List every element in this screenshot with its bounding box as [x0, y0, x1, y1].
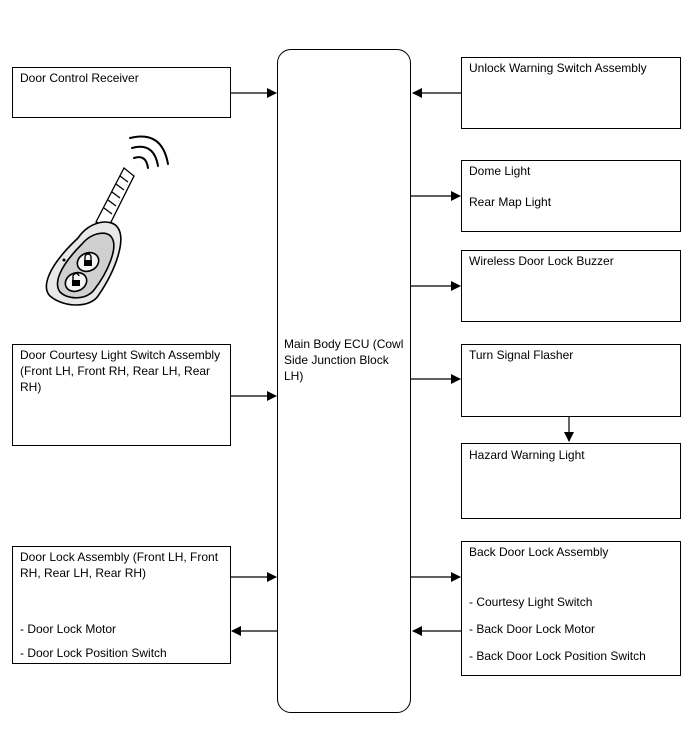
back-door-position-switch-label: - Back Door Lock Position Switch: [469, 649, 646, 663]
courtesy-light-switch-label: - Courtesy Light Switch: [469, 595, 593, 609]
rear-map-light-label: Rear Map Light: [469, 195, 552, 209]
hazard-warning-light-label: Hazard Warning Light: [469, 448, 585, 462]
door-courtesy-box: Door Courtesy Light Switch Assembly (Fro…: [12, 344, 231, 446]
door-control-receiver-label: Door Control Receiver: [20, 71, 139, 85]
main-body-ecu-box: Main Body ECU (Cowl Side Junction Block …: [277, 49, 411, 713]
dome-light-label: Dome Light: [469, 164, 531, 178]
wireless-buzzer-label: Wireless Door Lock Buzzer: [469, 254, 614, 268]
door-lock-assembly-label: Door Lock Assembly (Front LH, Front RH, …: [20, 550, 219, 580]
unlock-warning-switch-label: Unlock Warning Switch Assembly: [469, 61, 647, 75]
turn-signal-flasher-box: Turn Signal Flasher: [461, 344, 681, 417]
wireless-buzzer-box: Wireless Door Lock Buzzer: [461, 250, 681, 322]
door-lock-motor-label: - Door Lock Motor: [20, 622, 117, 636]
main-body-ecu-label: Main Body ECU (Cowl Side Junction Block …: [284, 337, 404, 383]
door-lock-position-switch-label: - Door Lock Position Switch: [20, 646, 167, 660]
back-door-lock-label: Back Door Lock Assembly: [469, 545, 609, 559]
hazard-warning-light-box: Hazard Warning Light: [461, 443, 681, 519]
door-lock-assembly-box: Door Lock Assembly (Front LH, Front RH, …: [12, 546, 231, 664]
door-courtesy-label: Door Courtesy Light Switch Assembly (Fro…: [20, 348, 221, 394]
dome-light-box: Dome Light Rear Map Light: [461, 160, 681, 232]
back-door-lock-box: Back Door Lock Assembly - Courtesy Light…: [461, 541, 681, 676]
turn-signal-flasher-label: Turn Signal Flasher: [469, 348, 574, 362]
remote-key-icon: [45, 135, 169, 306]
door-control-receiver-box: Door Control Receiver: [12, 67, 231, 118]
back-door-lock-motor-label: - Back Door Lock Motor: [469, 622, 596, 636]
unlock-warning-switch-box: Unlock Warning Switch Assembly: [461, 57, 681, 129]
